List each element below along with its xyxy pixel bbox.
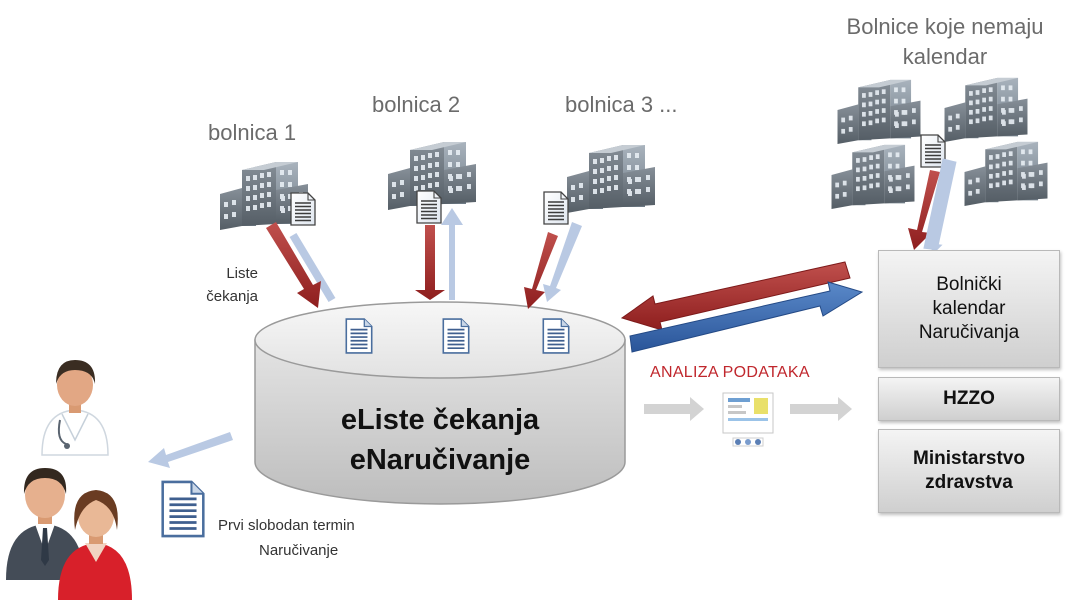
document-icon	[161, 480, 205, 538]
light-arrow	[543, 222, 582, 302]
database-title-line1: eListe čekanja	[340, 404, 540, 436]
hzzo-label: HZZO	[943, 388, 995, 409]
hzzo-box: HZZO	[878, 377, 1060, 421]
analysis-arrow-in	[644, 397, 704, 421]
hospital-building-icon	[944, 77, 1028, 142]
free-slot-label-line2: Naručivanje	[259, 542, 339, 559]
analysis-label: ANALIZA PODATAKA	[650, 364, 810, 381]
red-arrow	[908, 170, 940, 250]
hospital-building-icon	[831, 144, 915, 209]
red-arrow	[266, 222, 321, 308]
document-icon	[442, 318, 470, 354]
doctor-icon	[41, 360, 109, 456]
hospital-2-label: bolnica 2	[372, 92, 461, 117]
document-icon	[416, 190, 442, 224]
hospital-calendar-line1: Bolnički	[936, 274, 1002, 295]
document-icon	[542, 318, 570, 354]
document-icon	[920, 134, 946, 168]
document-icon	[345, 318, 373, 354]
waiting-list-label-line1: Liste	[226, 265, 258, 282]
light-arrow	[923, 158, 957, 258]
hospital-building-icon	[567, 145, 655, 213]
red-arrow	[415, 225, 445, 300]
output-arrow	[148, 432, 233, 468]
light-arrow	[289, 232, 336, 303]
analysis-arrow-out	[790, 397, 852, 421]
database-title-line2: eNaručivanje	[349, 444, 531, 476]
no-calendar-hospitals-label-line1: Bolnice koje nemaju	[846, 14, 1044, 39]
document-icon	[290, 192, 316, 226]
document-icon	[543, 191, 569, 225]
no-calendar-hospitals-label-line2: kalendar	[902, 44, 988, 69]
patients-icon	[6, 468, 132, 600]
ministry-box: Ministarstvo zdravstva	[878, 429, 1060, 513]
ministry-line1: Ministarstvo	[913, 448, 1025, 469]
hospital-1-label: bolnica 1	[208, 120, 297, 145]
hospital-calendar-box: Bolnički kalendar Naručivanja	[878, 250, 1060, 368]
hospital-building-icon	[837, 79, 921, 144]
red-arrow	[524, 232, 558, 309]
ministry-line2: zdravstva	[925, 472, 1013, 493]
big-blue-arrow	[629, 281, 864, 353]
hospital-3-label: bolnica 3 ...	[565, 92, 678, 117]
report-icon	[722, 392, 774, 447]
free-slot-label-line1: Prvi slobodan termin	[218, 517, 355, 534]
hospital-calendar-line2: kalendar	[932, 298, 1006, 319]
hospital-building-icon	[964, 141, 1048, 206]
hospital-calendar-line3: Naručivanja	[918, 322, 1020, 343]
big-red-arrow	[620, 261, 851, 331]
waiting-list-label-line2: čekanja	[206, 288, 258, 305]
light-arrow	[441, 208, 463, 300]
